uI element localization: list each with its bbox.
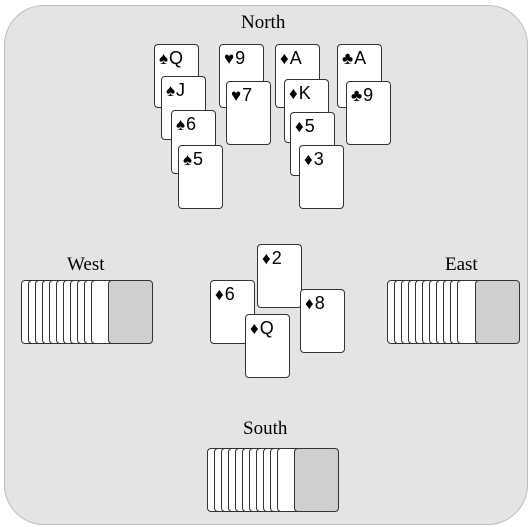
card-rank: A — [354, 48, 367, 68]
card-rank: 6 — [186, 114, 197, 134]
trick-card-east: ♦8 — [300, 289, 345, 353]
card-rank: 7 — [242, 85, 253, 105]
seat-label-east: East — [445, 254, 478, 275]
card-rank: 8 — [314, 293, 325, 313]
spade-icon: ♠ — [183, 150, 193, 169]
club-icon: ♣ — [351, 86, 363, 105]
north-card-spade-5[interactable]: ♠5 — [178, 145, 223, 209]
card-rank: 5 — [304, 116, 315, 136]
card-rank: 6 — [224, 284, 235, 304]
card-rank: J — [176, 80, 186, 100]
diamond-icon: ♦ — [250, 319, 259, 338]
card-rank: 2 — [271, 248, 282, 268]
seat-label-west: West — [67, 254, 105, 275]
north-card-heart-7[interactable]: ♥7 — [226, 81, 271, 145]
card-rank: 3 — [313, 149, 324, 169]
card-rank: A — [289, 48, 302, 68]
card-rank: Q — [259, 318, 274, 338]
card-rank: 9 — [235, 48, 246, 68]
card-rank: 9 — [363, 85, 374, 105]
card-back — [475, 280, 520, 344]
spade-icon: ♠ — [159, 49, 169, 68]
trick-card-south: ♦Q — [245, 314, 290, 378]
card-rank: Q — [169, 48, 184, 68]
north-card-club-9[interactable]: ♣9 — [346, 81, 391, 145]
north-card-diamond-3[interactable]: ♦3 — [299, 145, 344, 209]
club-icon: ♣ — [342, 49, 354, 68]
diamond-icon: ♦ — [289, 84, 298, 103]
diamond-icon: ♦ — [215, 285, 224, 304]
diamond-icon: ♦ — [295, 117, 304, 136]
trick-card-north: ♦2 — [257, 244, 302, 308]
diamond-icon: ♦ — [280, 49, 289, 68]
card-table: North West East South ♠Q ♠J ♠6 ♠5 ♥9 ♥7 … — [4, 5, 528, 525]
seat-label-north: North — [241, 12, 286, 33]
diamond-icon: ♦ — [305, 294, 314, 313]
card-rank: K — [298, 83, 311, 103]
spade-icon: ♠ — [166, 81, 176, 100]
heart-icon: ♥ — [224, 49, 235, 68]
seat-label-south: South — [243, 418, 288, 439]
diamond-icon: ♦ — [304, 150, 313, 169]
card-rank: 5 — [193, 149, 204, 169]
diamond-icon: ♦ — [262, 249, 271, 268]
spade-icon: ♠ — [176, 115, 186, 134]
card-back — [294, 448, 339, 512]
heart-icon: ♥ — [231, 86, 242, 105]
card-back — [108, 280, 153, 344]
